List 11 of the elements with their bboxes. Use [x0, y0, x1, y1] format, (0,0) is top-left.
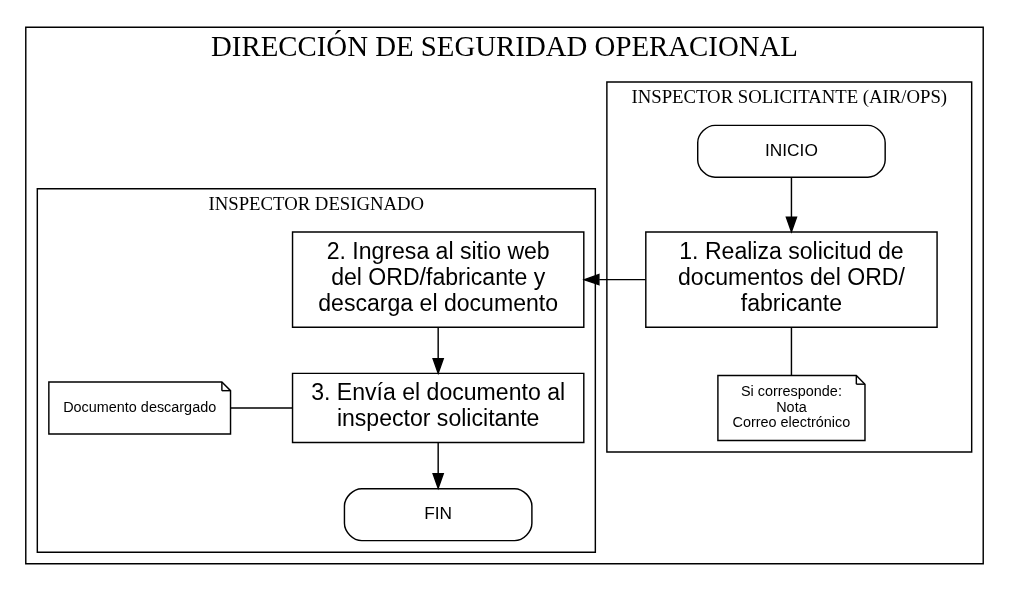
node-box: INICIO [697, 124, 886, 178]
connector [229, 406, 293, 409]
arrow [582, 273, 647, 286]
node-box: 2. Ingresa al sitio web del ORD/fabricante y descarga el documento [291, 230, 585, 328]
connector [790, 326, 793, 376]
arrow [432, 441, 445, 490]
arrow [785, 176, 798, 234]
arrow [432, 326, 445, 375]
node-box: 1. Realiza solicitud de documentos del ORD/ fabricante [645, 230, 938, 328]
node-box: FIN [343, 487, 533, 541]
node-box: 3. Envía el documento al inspector solicitante [291, 372, 585, 443]
